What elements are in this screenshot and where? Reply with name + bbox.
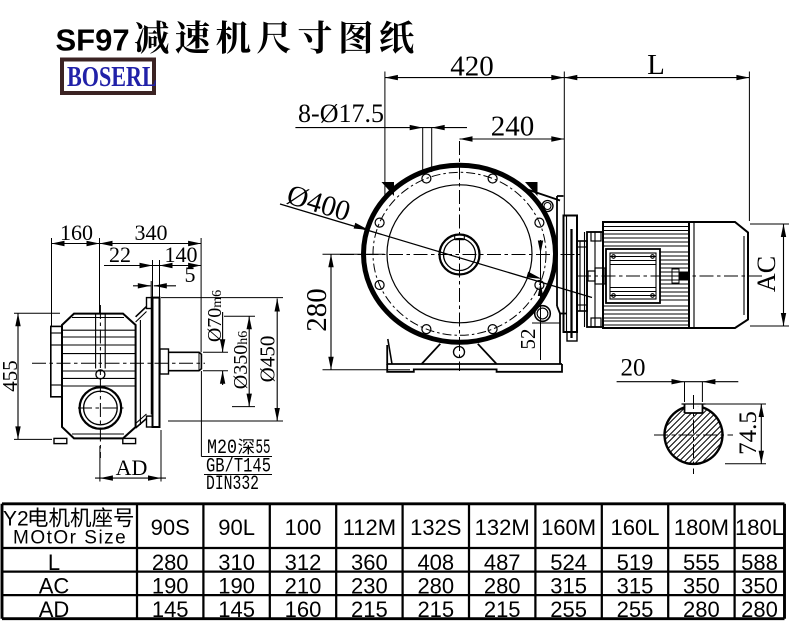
svg-text:455: 455 bbox=[0, 360, 22, 392]
svg-text:310: 310 bbox=[218, 550, 255, 575]
svg-text:Ø350h6: Ø350h6 bbox=[230, 331, 252, 389]
svg-text:M20: M20 bbox=[207, 437, 237, 460]
svg-text:Ø70m6: Ø70m6 bbox=[204, 290, 226, 342]
svg-text:Ø450: Ø450 bbox=[256, 336, 280, 383]
svg-text:190: 190 bbox=[218, 573, 255, 598]
svg-text:145: 145 bbox=[218, 597, 255, 622]
svg-text:AD: AD bbox=[39, 597, 70, 622]
svg-text:132S: 132S bbox=[410, 515, 461, 540]
svg-text:AD: AD bbox=[116, 455, 148, 480]
svg-text:AC: AC bbox=[39, 573, 70, 598]
svg-text:AC: AC bbox=[752, 256, 781, 292]
svg-text:5: 5 bbox=[185, 262, 196, 287]
svg-text:L: L bbox=[48, 550, 60, 575]
svg-text:112M: 112M bbox=[343, 515, 396, 540]
svg-text:350: 350 bbox=[741, 573, 778, 598]
svg-text:132M: 132M bbox=[475, 515, 530, 540]
svg-text:Y2: Y2 bbox=[3, 508, 29, 531]
svg-text:180L: 180L bbox=[735, 515, 784, 540]
svg-text:215: 215 bbox=[484, 597, 521, 622]
svg-text:350: 350 bbox=[683, 573, 720, 598]
svg-text:145: 145 bbox=[152, 597, 189, 622]
svg-text:215: 215 bbox=[351, 597, 388, 622]
svg-text:GB/T145: GB/T145 bbox=[206, 456, 271, 479]
svg-text:588: 588 bbox=[741, 550, 778, 575]
svg-text:74.5: 74.5 bbox=[735, 411, 762, 455]
svg-text:DIN332: DIN332 bbox=[206, 473, 259, 496]
svg-text:340: 340 bbox=[135, 220, 168, 245]
svg-text:255: 255 bbox=[550, 597, 587, 622]
svg-text:100: 100 bbox=[285, 515, 322, 540]
svg-text:215: 215 bbox=[417, 597, 454, 622]
svg-text:408: 408 bbox=[417, 550, 454, 575]
svg-text:240: 240 bbox=[491, 111, 535, 143]
svg-text:487: 487 bbox=[484, 550, 521, 575]
svg-text:210: 210 bbox=[285, 573, 322, 598]
svg-text:160: 160 bbox=[285, 597, 322, 622]
svg-text:255: 255 bbox=[617, 597, 654, 622]
svg-text:180M: 180M bbox=[674, 515, 729, 540]
svg-text:555: 555 bbox=[683, 550, 720, 575]
svg-text:315: 315 bbox=[550, 573, 587, 598]
svg-text:315: 315 bbox=[617, 573, 654, 598]
svg-text:90S: 90S bbox=[151, 515, 190, 540]
svg-text:280: 280 bbox=[484, 573, 521, 598]
svg-text:8-Ø17.5: 8-Ø17.5 bbox=[298, 99, 384, 128]
svg-text:280: 280 bbox=[301, 288, 333, 332]
svg-text:312: 312 bbox=[285, 550, 322, 575]
svg-text:SF97: SF97 bbox=[56, 23, 130, 58]
svg-text:360: 360 bbox=[351, 550, 388, 575]
svg-text:55: 55 bbox=[256, 437, 271, 460]
svg-text:280: 280 bbox=[417, 573, 454, 598]
svg-text:160M: 160M bbox=[541, 515, 596, 540]
svg-text:140: 140 bbox=[165, 242, 198, 267]
svg-text:519: 519 bbox=[617, 550, 654, 575]
svg-text:280: 280 bbox=[741, 597, 778, 622]
svg-text:52: 52 bbox=[516, 329, 540, 350]
svg-text:160L: 160L bbox=[611, 515, 660, 540]
svg-text:160: 160 bbox=[60, 220, 93, 245]
svg-text:280: 280 bbox=[152, 550, 189, 575]
svg-text:190: 190 bbox=[152, 573, 189, 598]
svg-text:524: 524 bbox=[550, 550, 587, 575]
svg-text:280: 280 bbox=[683, 597, 720, 622]
svg-text:90L: 90L bbox=[218, 515, 255, 540]
svg-text:MOtOr Size: MOtOr Size bbox=[13, 528, 127, 549]
svg-text:22: 22 bbox=[109, 242, 131, 267]
svg-text:230: 230 bbox=[351, 573, 388, 598]
svg-text:BOSERL: BOSERL bbox=[67, 63, 157, 93]
svg-text:L: L bbox=[647, 49, 665, 81]
svg-text:20: 20 bbox=[621, 355, 646, 382]
